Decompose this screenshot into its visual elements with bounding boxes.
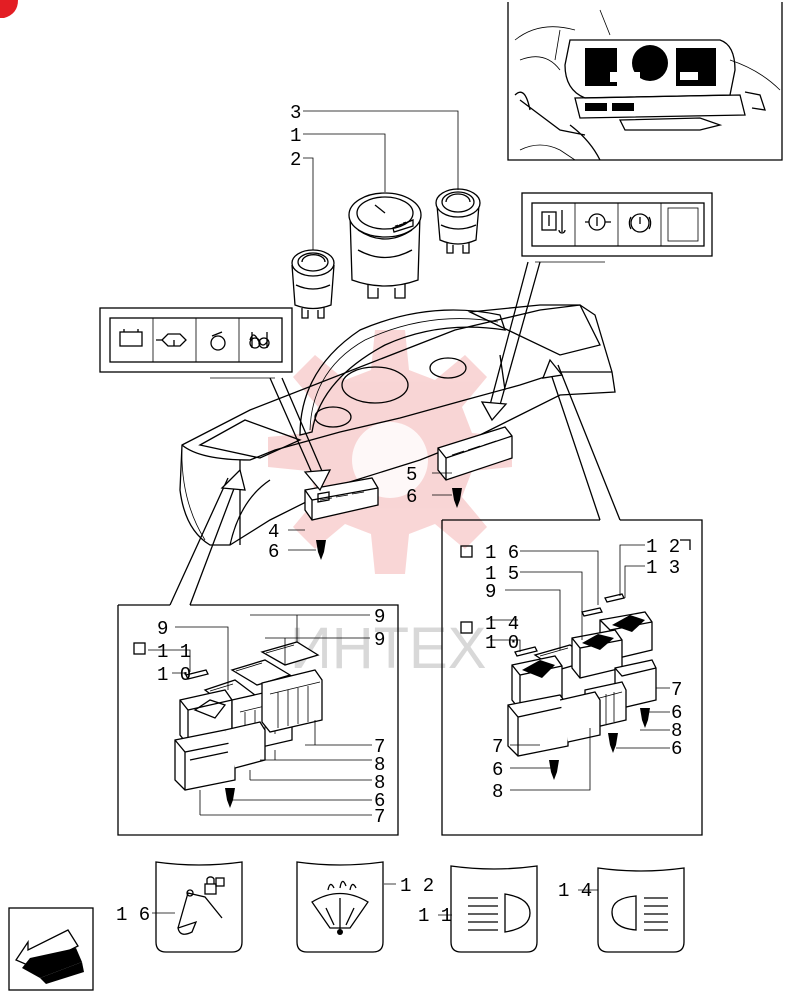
callout-r12: 1 2 [646, 536, 680, 558]
callout-l7a: 7 [374, 736, 385, 758]
callout-r8b: 8 [492, 781, 503, 803]
hydraulic-pressure-icon [585, 213, 611, 231]
callout-r7a: 7 [671, 679, 682, 701]
loader-lock-icon [177, 876, 225, 935]
callout-l6: 6 [374, 790, 385, 812]
callout-r6b: 6 [671, 738, 682, 760]
corner-badge [0, 0, 18, 18]
low-beam-icon [468, 893, 531, 933]
callout-b11: 1 1 [418, 905, 452, 927]
callout-l8b: 8 [374, 772, 385, 794]
callout-r8a: 8 [671, 720, 682, 742]
callout-l8a: 8 [374, 754, 385, 776]
cab-inset [507, 2, 783, 161]
high-beam-icon [611, 895, 668, 931]
exploded-box-left [117, 604, 399, 836]
callout-l11: 1 1 [157, 641, 191, 663]
panel-arrows [169, 261, 621, 606]
callout-l7b: 7 [374, 806, 385, 828]
coolant-icon [210, 331, 226, 351]
callout-b14: 1 4 [558, 880, 592, 902]
tile-low-beam [450, 865, 538, 953]
callout-3: 3 [290, 102, 301, 124]
callout-l10: 1 0 [157, 664, 191, 686]
warning-panel-left [99, 307, 293, 379]
callout-r13: 1 3 [646, 557, 680, 579]
callout-6a: 6 [406, 486, 417, 508]
glow-plug-icon [249, 332, 270, 349]
dashboard [179, 304, 616, 546]
callout-6b: 6 [268, 541, 279, 563]
callout-r6a: 6 [671, 702, 682, 724]
callout-l9b: 9 [374, 606, 385, 628]
callout-r9: 9 [485, 581, 496, 603]
callout-b12: 1 2 [400, 875, 434, 897]
warning-panel-right [521, 192, 713, 263]
callout-r10: 1 0 [485, 632, 519, 654]
callout-4: 4 [268, 521, 279, 543]
switch-module-4 [304, 477, 379, 521]
tile-high-beam [597, 867, 685, 953]
callout-r15: 1 5 [485, 563, 519, 585]
callout-r7b: 7 [492, 736, 503, 758]
battery-icon [119, 329, 143, 347]
watermark-text: ИНТЕХ [290, 616, 486, 681]
gauge-leaders [303, 110, 459, 250]
callout-b16: 1 6 [116, 904, 150, 926]
gauge-large [348, 192, 422, 299]
callout-2: 2 [290, 149, 301, 171]
callout-r14: 1 4 [485, 613, 519, 635]
callout-l9c: 9 [374, 629, 385, 651]
gauge-small-left [291, 249, 335, 319]
screw-6b [316, 540, 326, 560]
oil-pressure-icon [156, 333, 187, 347]
callout-5: 5 [406, 464, 417, 486]
tile-wiper [296, 861, 384, 953]
callout-l9a: 9 [157, 618, 168, 640]
switch-module-5 [437, 426, 513, 481]
callout-1: 1 [290, 125, 301, 147]
tile-loader-lock [155, 861, 243, 953]
back-arrow-button[interactable] [8, 907, 94, 991]
parking-brake-icon [628, 213, 652, 233]
callout-r16: 1 6 [485, 542, 519, 564]
exploded-box-right [441, 519, 703, 836]
callout-r6c: 6 [492, 759, 503, 781]
wiper-washer-icon [311, 880, 369, 935]
screw-6a [452, 488, 462, 508]
engine-temp-icon [541, 210, 566, 234]
gauge-small-right [435, 188, 481, 254]
